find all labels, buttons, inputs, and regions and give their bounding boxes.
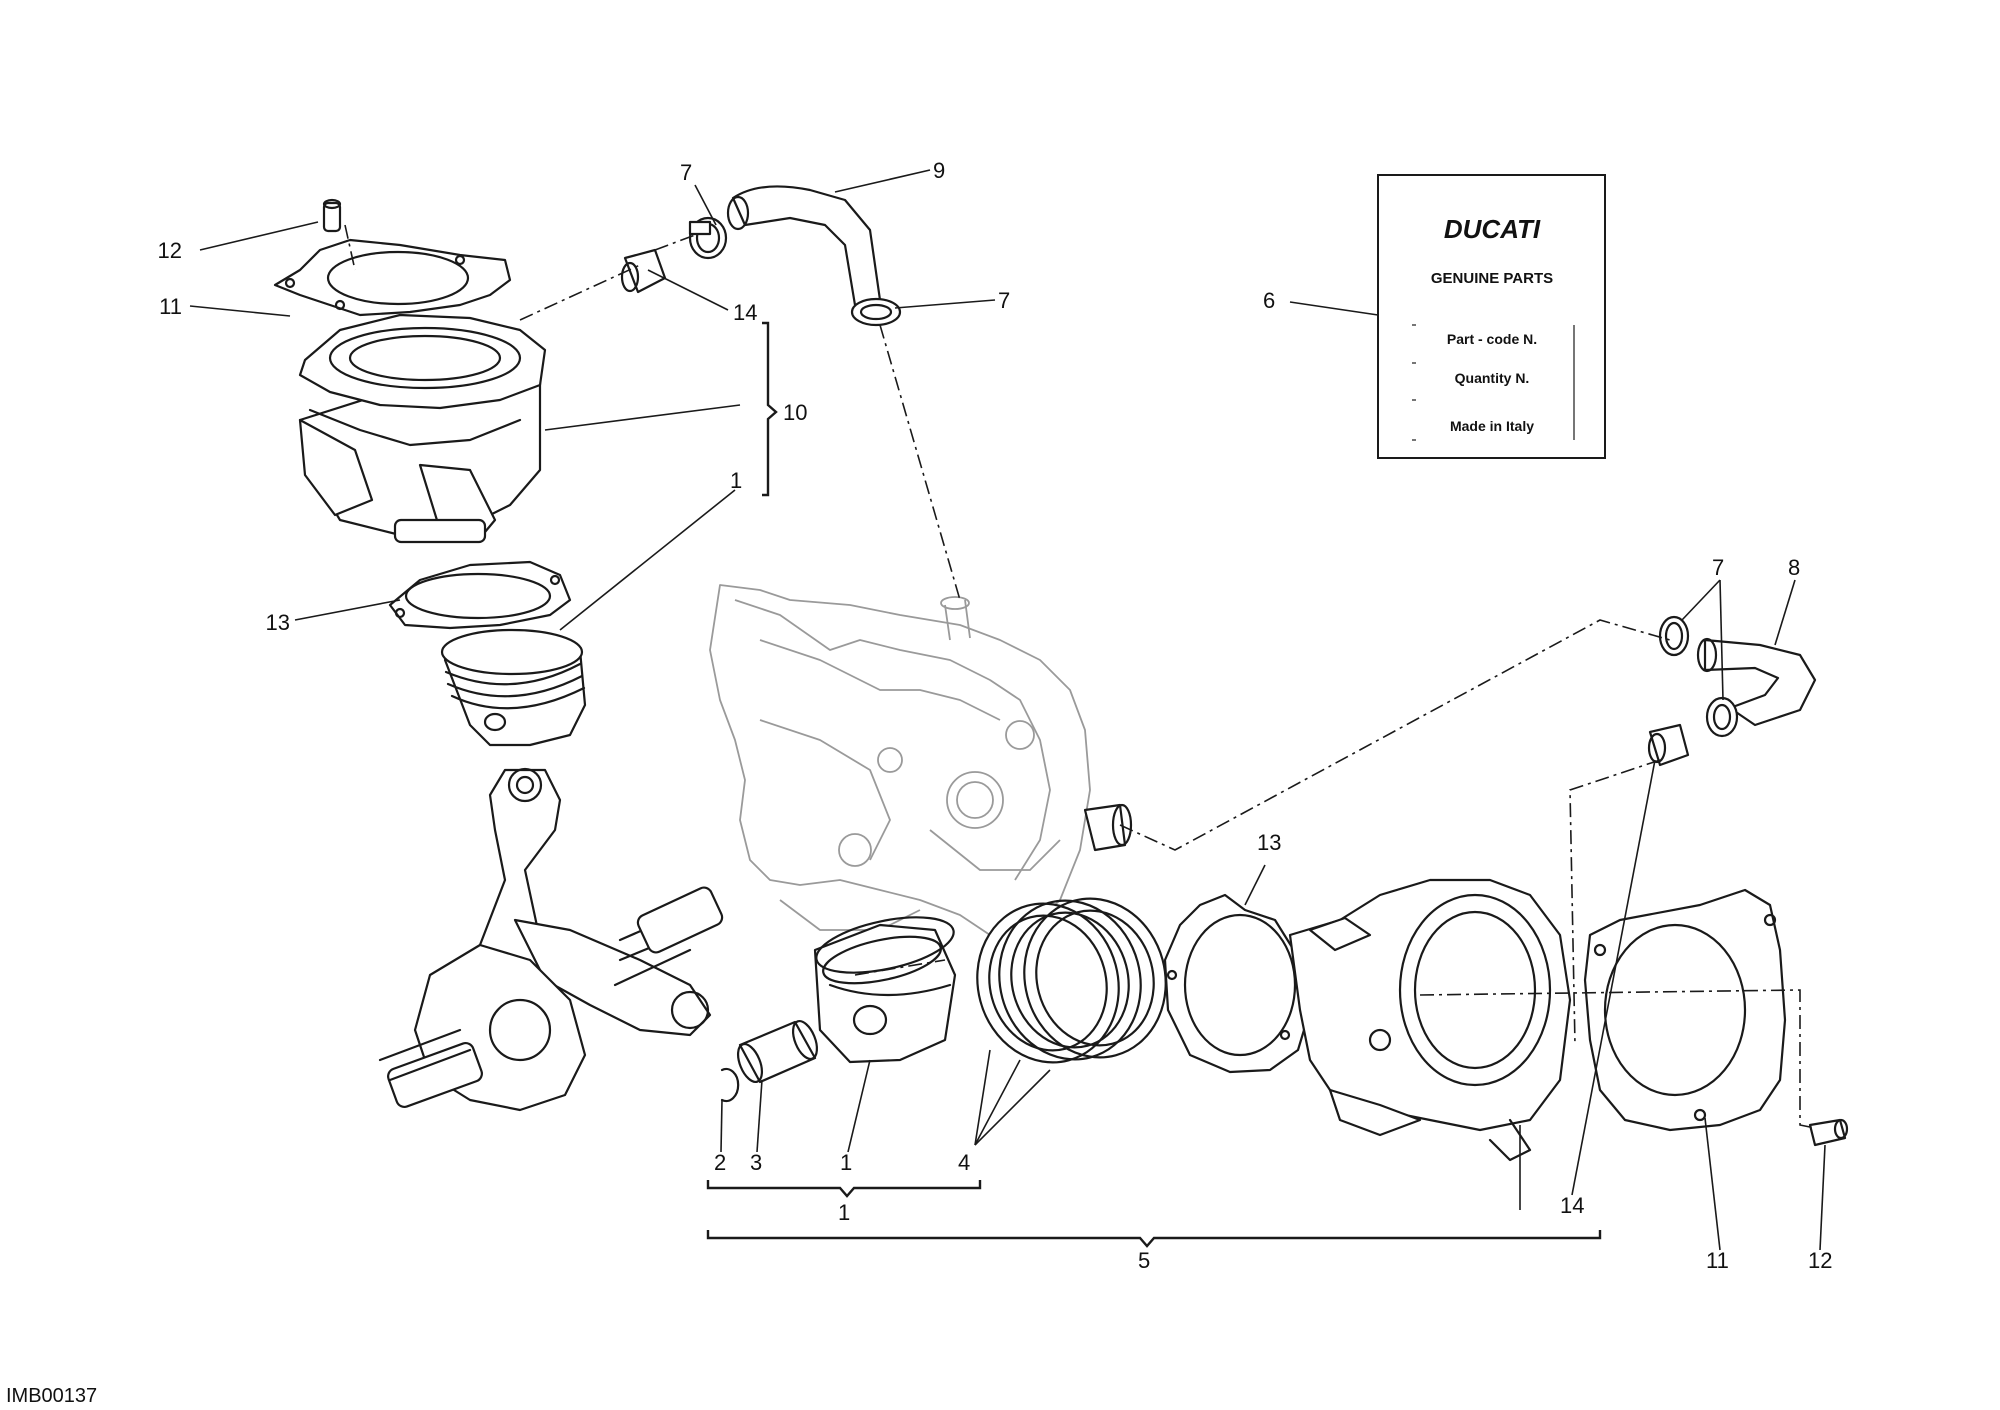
label-quantity: Quantity N. (1455, 370, 1530, 386)
callout-9: 9 (933, 158, 945, 183)
bottom-cylinder-group (1163, 878, 1849, 1162)
top-cylinder-group (273, 198, 724, 1112)
hose-clamp-top-a (688, 216, 728, 260)
label-part-code: Part - code N. (1447, 331, 1537, 347)
callout-12-top: 12 (158, 238, 182, 263)
head-gasket-top (273, 238, 512, 317)
callout-13-right: 13 (1257, 830, 1281, 855)
callout-2: 2 (714, 1150, 726, 1175)
callout-14-top: 14 (733, 300, 757, 325)
piston-rings (976, 897, 1167, 1064)
callout-6: 6 (1263, 288, 1275, 313)
piston-assembly-bottom (720, 897, 1167, 1103)
callout-11-bottom: 11 (1706, 1248, 1729, 1273)
hose-clamp-top-b (850, 297, 902, 327)
head-gasket-bottom (1583, 888, 1787, 1132)
callout-7-right: 7 (1712, 555, 1724, 580)
callout-8: 8 (1788, 555, 1800, 580)
leader-lines (189, 169, 1826, 1251)
base-gasket-bottom (1163, 893, 1312, 1074)
callout-1-piston: 1 (840, 1150, 852, 1175)
dowel-pin-bottom (1808, 1118, 1849, 1147)
crankshaft-conrod (378, 767, 724, 1112)
callout-10: 10 (783, 400, 807, 425)
diagram-code: IMB00137 (6, 1385, 97, 1407)
base-gasket-top (388, 560, 572, 630)
water-hose-top (620, 185, 902, 327)
genuine-parts-label: DUCATI GENUINE PARTS Part - code N. Quan… (1377, 174, 1606, 459)
callout-12-bottom: 12 (1808, 1248, 1832, 1273)
callout-3: 3 (750, 1150, 762, 1175)
circlip (720, 1067, 740, 1103)
water-nipple-right (1647, 723, 1690, 767)
callout-1-top: 1 (730, 468, 742, 493)
label-origin: Made in Italy (1450, 418, 1534, 434)
dowel-pin-top (322, 198, 342, 233)
cylinder-bottom (1288, 878, 1572, 1162)
callout-11-top: 11 (159, 294, 182, 319)
callout-5-group: 5 (1138, 1248, 1150, 1273)
callout-4: 4 (958, 1150, 970, 1175)
piston-pin (736, 1019, 819, 1084)
water-nipple-top (620, 248, 667, 294)
callout-7-b: 7 (998, 288, 1010, 313)
piston-bottom (813, 916, 957, 1064)
hose-clamp-right-a (1658, 615, 1690, 657)
callout-labels: 12 11 13 14 7 9 7 10 1 6 7 8 13 2 3 1 4 … (158, 158, 1833, 1273)
callout-14-bottom: 14 (1560, 1193, 1584, 1218)
group-braces (706, 321, 1602, 1248)
water-hose-right (1647, 615, 1817, 767)
hose-clamp-right-b (1705, 696, 1739, 738)
callout-13-left: 13 (266, 610, 290, 635)
callout-7-a: 7 (680, 160, 692, 185)
callout-1-group: 1 (838, 1200, 850, 1225)
brand-logo: DUCATI (1444, 214, 1541, 244)
cylinder-top (298, 313, 547, 544)
label-heading: GENUINE PARTS (1431, 270, 1553, 287)
piston-top (440, 628, 587, 747)
engine-crankcase-ghost (709, 584, 1133, 936)
